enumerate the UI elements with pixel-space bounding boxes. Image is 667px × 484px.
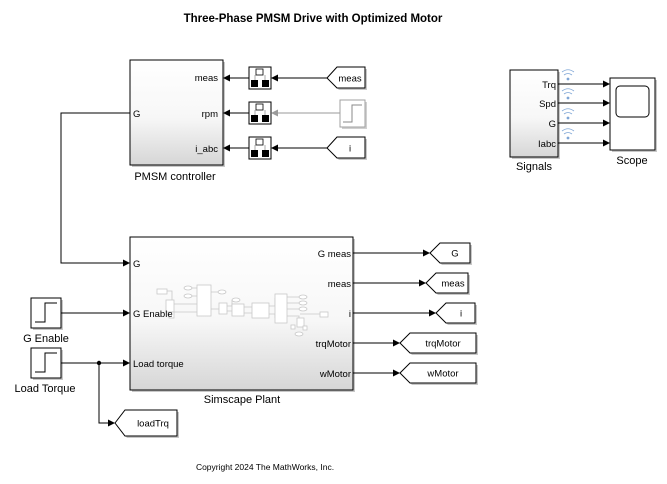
port-label-load-torque: Load torque <box>133 359 184 370</box>
port-label-iabc: Iabc <box>538 139 556 150</box>
signal-line[interactable] <box>271 74 327 82</box>
rpm-step-block[interactable] <box>339 99 367 129</box>
port-label-spd: Spd <box>539 99 556 110</box>
port-label-meas: meas <box>195 73 218 84</box>
signal-logging-icon <box>561 69 575 81</box>
step-icon <box>35 302 57 323</box>
goto-block-trq-motor[interactable]: trqMotor <box>399 332 478 355</box>
goto-block-i[interactable]: i <box>435 302 477 325</box>
scope-label: Scope <box>616 155 647 167</box>
goto-block-load-trq[interactable]: loadTrq <box>114 409 179 438</box>
goto-tag-label: G <box>451 249 458 260</box>
signal-logging-icon <box>561 128 575 140</box>
goto-tag-label: meas <box>441 279 464 290</box>
port-label-trq-motor: trqMotor <box>316 339 351 350</box>
port-label-g: G <box>133 259 140 270</box>
signal-line[interactable] <box>223 74 249 82</box>
rate-transition-icon[interactable] <box>248 101 272 125</box>
signal-line[interactable] <box>353 369 400 377</box>
from-block-i[interactable]: i <box>326 136 367 160</box>
port-label-trq: Trq <box>542 80 556 91</box>
rate-transition-icon[interactable] <box>248 66 272 90</box>
port-label-g: G <box>549 119 556 130</box>
from-tag-label: meas <box>338 74 361 85</box>
signal-line[interactable] <box>353 339 400 347</box>
g-enable-step-block[interactable] <box>30 297 63 330</box>
g-enable-label: G Enable <box>23 333 69 345</box>
signal-line[interactable] <box>223 144 249 152</box>
goto-block-g[interactable]: G <box>429 242 472 265</box>
port-label-i: i <box>349 309 351 320</box>
signal-line-g[interactable] <box>60 112 130 267</box>
load-torque-step-block[interactable] <box>30 347 63 380</box>
model-title: Three-Phase PMSM Drive with Optimized Mo… <box>184 13 443 25</box>
port-label-g-enable: G Enable <box>133 309 173 320</box>
pmsm-controller-label: PMSM controller <box>134 171 216 183</box>
goto-block-w-motor[interactable]: wMotor <box>399 362 478 385</box>
step-icon <box>35 352 57 373</box>
simscape-plant-block[interactable]: G G Enable Load torque G meas meas i trq… <box>129 236 355 392</box>
signal-line[interactable] <box>558 99 610 107</box>
scope-block[interactable] <box>609 77 657 152</box>
signal-line[interactable] <box>353 249 430 257</box>
plant-thumbnail <box>156 284 329 337</box>
goto-tag-label: trqMotor <box>425 339 460 350</box>
goto-tag-label: wMotor <box>426 369 458 380</box>
signal-line[interactable] <box>271 144 327 152</box>
port-label-meas: meas <box>328 279 351 290</box>
goto-tag-label: loadTrq <box>137 419 169 430</box>
port-label-w-motor: wMotor <box>319 369 351 380</box>
rate-transition-icon[interactable] <box>248 136 272 160</box>
port-label-g: G <box>133 109 140 120</box>
goto-block-meas[interactable]: meas <box>425 272 470 295</box>
signal-line-load-torque[interactable] <box>61 359 130 427</box>
signal-logging-icon <box>561 88 575 100</box>
signal-logging-icon <box>561 108 575 120</box>
simscape-plant-label: Simscape Plant <box>204 394 280 406</box>
signals-block[interactable]: Trq Spd G Iabc <box>509 69 560 159</box>
port-label-rpm: rpm <box>202 109 218 120</box>
signal-line[interactable] <box>558 119 610 127</box>
from-tag-label: i <box>349 144 351 155</box>
signal-line[interactable] <box>271 109 340 117</box>
signal-line[interactable] <box>353 279 426 287</box>
signal-line[interactable] <box>558 80 610 88</box>
port-label-i-abc: i_abc <box>195 144 218 155</box>
port-label-g-meas: G meas <box>318 249 352 260</box>
signal-line[interactable] <box>223 109 249 117</box>
signal-line[interactable] <box>353 309 436 317</box>
from-block-meas[interactable]: meas <box>326 66 367 90</box>
copyright-text: Copyright 2024 The MathWorks, Inc. <box>196 462 334 472</box>
pmsm-controller-block[interactable]: G meas rpm i_abc <box>129 59 225 167</box>
signal-line[interactable] <box>558 139 610 147</box>
signal-line-g-enable[interactable] <box>61 309 130 317</box>
signals-label: Signals <box>516 161 553 173</box>
step-icon <box>343 104 362 123</box>
scope-screen-icon <box>615 85 650 118</box>
goto-tag-label: i <box>460 309 462 320</box>
load-torque-label: Load Torque <box>15 383 76 395</box>
